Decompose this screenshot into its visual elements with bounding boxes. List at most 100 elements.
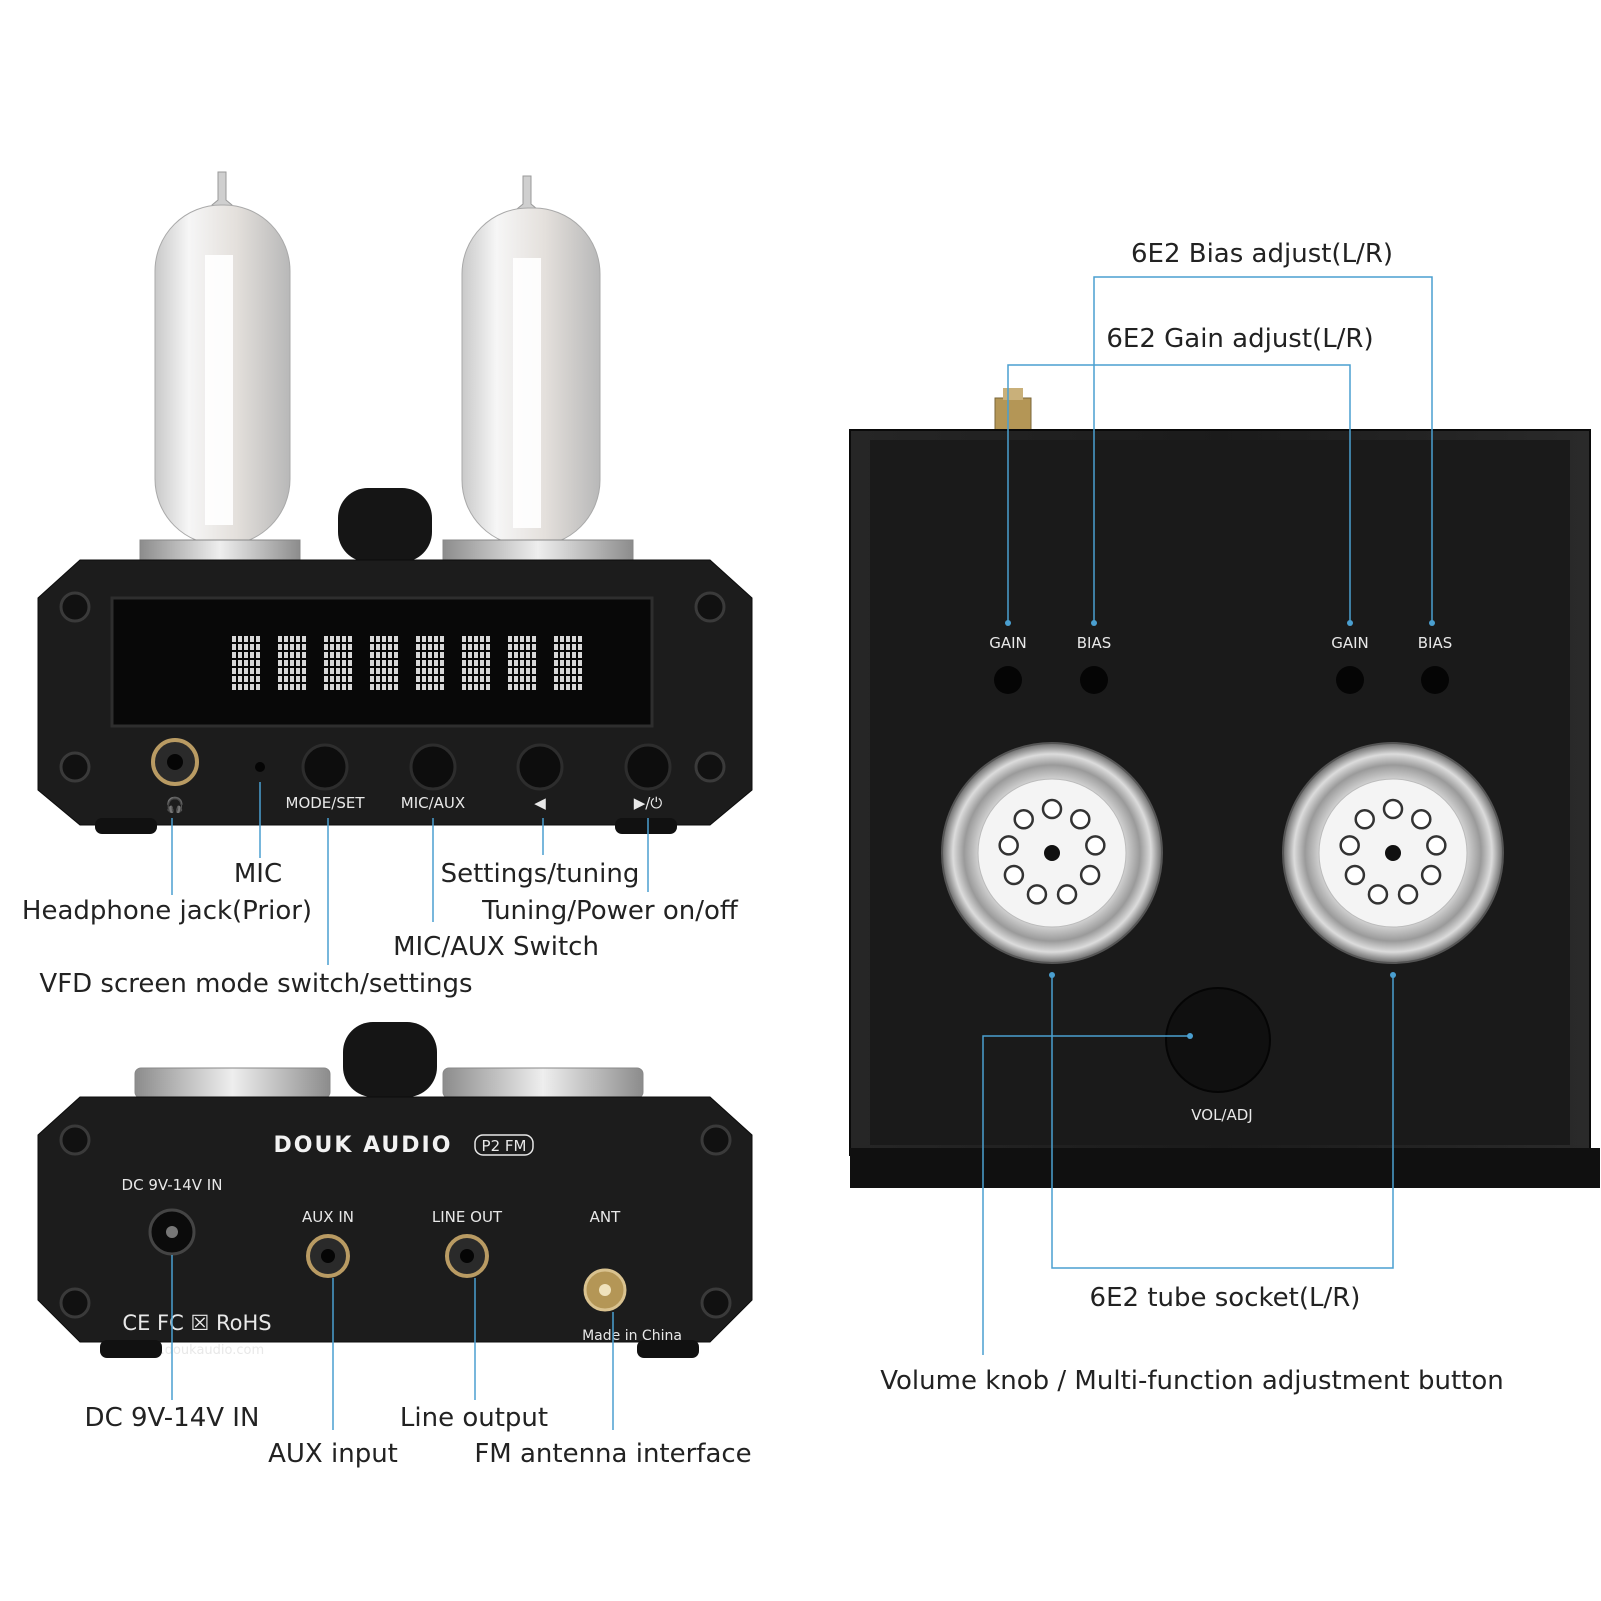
mic-aux-button[interactable] [409, 743, 457, 791]
socket-pin [1411, 809, 1432, 830]
socket-pin [1344, 864, 1366, 886]
vfd-dot [302, 660, 306, 666]
vfd-dot [238, 660, 242, 666]
vfd-dot [284, 644, 288, 650]
vfd-dot [388, 684, 392, 690]
vfd-dot [302, 668, 306, 674]
socket-pin [1085, 835, 1106, 856]
vfd-dot [566, 636, 570, 642]
vfd-dot [238, 676, 242, 682]
vfd-dot [434, 660, 438, 666]
vfd-dot [376, 660, 380, 666]
vfd-dot [330, 652, 334, 658]
vfd-dot [244, 684, 248, 690]
vfd-dot [434, 644, 438, 650]
vfd-dot [302, 652, 306, 658]
vfd-dot [434, 636, 438, 642]
vfd-dot [302, 676, 306, 682]
vfd-dot [244, 676, 248, 682]
vfd-dot [532, 684, 536, 690]
vfd-dot [520, 660, 524, 666]
vfd-dot [468, 660, 472, 666]
vfd-dot [336, 636, 340, 642]
prev-button[interactable] [516, 743, 564, 791]
socket-pin [1354, 809, 1375, 830]
vfd-dot [290, 636, 294, 642]
socket-pin [1367, 884, 1389, 905]
bias-pot-right[interactable] [1421, 666, 1449, 694]
vfd-dot [232, 668, 236, 674]
vfd-dot [508, 644, 512, 650]
vfd-dot [348, 676, 352, 682]
vfd-dot [566, 676, 570, 682]
vfd-dot [428, 684, 432, 690]
vfd-dot [486, 668, 490, 674]
vfd-dot [422, 644, 426, 650]
vfd-dot [370, 684, 374, 690]
tube-left [139, 171, 301, 561]
vfd-dot [560, 684, 564, 690]
vfd-dot [532, 668, 536, 674]
top-leader-lines [982, 276, 1435, 1355]
socket-pin [1070, 809, 1091, 830]
callout-gain: 6E2 Gain adjust(L/R) [1106, 324, 1373, 354]
vfd-dot [486, 660, 490, 666]
vfd-dot [508, 684, 512, 690]
gain-pot-right[interactable] [1336, 666, 1364, 694]
volume-knob[interactable] [338, 488, 432, 562]
vfd-dot [514, 644, 518, 650]
rear-chassis [37, 1096, 753, 1343]
vfd-dot [440, 652, 444, 658]
gain-pot-left[interactable] [994, 666, 1022, 694]
bias-label-right: BIAS [1418, 634, 1453, 652]
front-leader-lines [171, 782, 649, 965]
vfd-dot [382, 676, 386, 682]
callout-volume: Volume knob / Multi-function adjustment … [880, 1366, 1504, 1396]
vfd-dot [296, 660, 300, 666]
vfd-dot [256, 644, 260, 650]
vfd-dot [572, 668, 576, 674]
vfd-dot [342, 644, 346, 650]
mode-set-button[interactable] [301, 743, 349, 791]
vfd-dot [486, 676, 490, 682]
top-volume-knob[interactable] [1165, 987, 1271, 1093]
vfd-dot [296, 676, 300, 682]
play-power-button[interactable] [624, 743, 672, 791]
vfd-dot [416, 660, 420, 666]
vfd-dot [342, 660, 346, 666]
dc-port-label: DC 9V-14V IN [122, 1176, 223, 1194]
vfd-dot [468, 652, 472, 658]
vfd-dot [554, 652, 558, 658]
vfd-dot [256, 684, 260, 690]
vfd-dot [330, 684, 334, 690]
bias-pot-left[interactable] [1080, 666, 1108, 694]
vfd-dot [232, 636, 236, 642]
vfd-dot [486, 644, 490, 650]
mic-aux-label: MIC/AUX [401, 794, 465, 812]
vfd-dot [578, 652, 582, 658]
vfd-dot [302, 644, 306, 650]
line-port-label: LINE OUT [432, 1208, 503, 1226]
vfd-dot [394, 660, 398, 666]
vfd-dot [572, 676, 576, 682]
vfd-dot [302, 684, 306, 690]
vfd-dot [348, 652, 352, 658]
vfd-dot [474, 652, 478, 658]
vfd-dot [440, 660, 444, 666]
callout-mic-aux-switch: MIC/AUX Switch [393, 932, 599, 962]
vfd-dot [428, 636, 432, 642]
vfd-dot [462, 636, 466, 642]
vfd-dot [348, 644, 352, 650]
vfd-dot [348, 668, 352, 674]
vfd-dot [256, 652, 260, 658]
callout-aux-input: AUX input [268, 1439, 398, 1469]
vfd-dot [520, 644, 524, 650]
vfd-dot [566, 684, 570, 690]
vfd-dot [560, 660, 564, 666]
vfd-dot [532, 660, 536, 666]
vfd-dot [370, 668, 374, 674]
vfd-dot [238, 668, 242, 674]
vfd-dot [428, 644, 432, 650]
vfd-dot [440, 676, 444, 682]
